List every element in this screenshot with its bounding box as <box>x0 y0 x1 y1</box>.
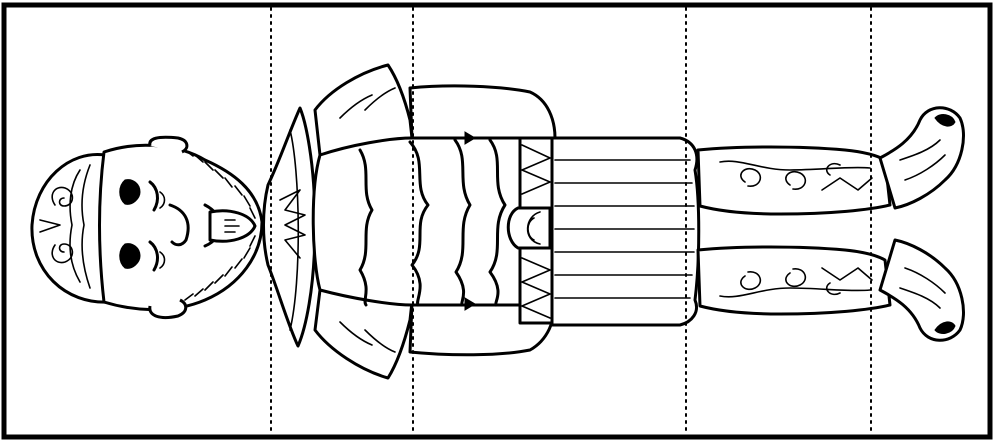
lid-top <box>159 191 166 209</box>
band-line-1 <box>69 169 81 283</box>
ear-top <box>148 135 189 154</box>
wave-2 <box>408 140 430 307</box>
hair-strokes-bottom <box>184 235 256 301</box>
toe-top <box>934 114 956 127</box>
toe-bottom <box>934 321 956 334</box>
skirt <box>550 136 701 327</box>
notch-top <box>464 131 476 145</box>
leg-bottom-shape <box>696 245 892 316</box>
cape-top <box>313 63 414 157</box>
leg-bottom <box>696 245 892 316</box>
torso <box>311 136 522 307</box>
band-line-2 <box>81 164 91 289</box>
collar-fold <box>289 129 300 331</box>
face <box>98 143 264 312</box>
skirt-pleats <box>554 159 695 299</box>
belt <box>506 136 554 325</box>
leg-top-shape <box>696 145 892 216</box>
belt-zigzag-top <box>521 144 551 195</box>
leg-bottom-swirls <box>740 268 841 296</box>
foot-bottom-shape <box>878 238 965 342</box>
leg-top-swirls <box>740 162 841 190</box>
buckle-rings <box>526 211 541 245</box>
leg-top-line <box>719 160 871 171</box>
leg-top-zigzag <box>821 177 873 191</box>
leg-bottom-line <box>719 287 871 298</box>
foot-top <box>878 106 965 210</box>
belt-zigzag-bottom <box>521 257 551 319</box>
sleeve-top <box>408 84 557 140</box>
eye-bottom <box>119 243 141 269</box>
wave-1 <box>358 148 374 307</box>
eye-top <box>119 179 141 205</box>
band-swirl-2 <box>51 243 74 264</box>
foot-bottom-straps <box>899 267 946 309</box>
foot-bottom <box>878 238 965 342</box>
cape-bottom <box>313 288 414 380</box>
nose <box>168 203 190 247</box>
leg-top <box>696 145 892 216</box>
hair-strokes-top <box>184 149 256 219</box>
belt-buckle <box>506 206 552 250</box>
foot-top-straps <box>899 139 946 181</box>
tunic <box>311 63 557 380</box>
cape-top-folds <box>339 87 396 119</box>
leg-bottom-zigzag <box>821 267 873 281</box>
wave-3 <box>453 138 472 307</box>
lid-bottom <box>159 251 166 269</box>
head <box>30 135 264 320</box>
brow-top <box>148 180 159 212</box>
skirt-shape <box>550 136 701 327</box>
brow-bottom <box>148 240 159 272</box>
band-swirl-1 <box>51 186 74 207</box>
cape-bottom-folds <box>339 321 396 353</box>
beard-strokes <box>224 219 240 233</box>
notch-bottom <box>464 297 476 311</box>
foot-top-shape <box>878 106 965 210</box>
collar <box>262 106 317 348</box>
ear-bottom <box>148 298 188 320</box>
wave-4 <box>488 138 507 307</box>
band-mark <box>39 219 61 233</box>
